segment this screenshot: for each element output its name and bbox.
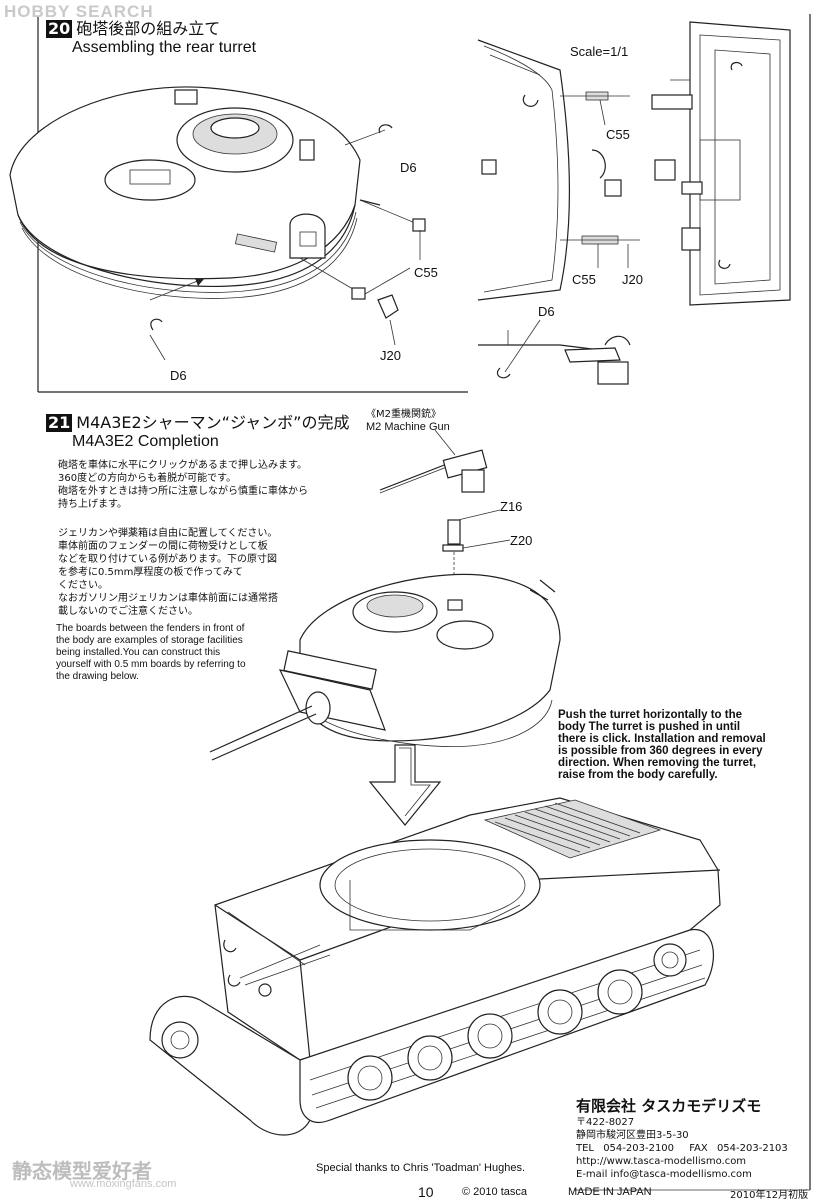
special-thanks: Special thanks to Chris 'Toadman' Hughes… [316, 1162, 526, 1174]
rear-plate-view [651, 21, 791, 306]
step21-number: 21 [46, 413, 73, 432]
m2-machine-gun-drawing [379, 429, 511, 605]
company-address: 〒422-8027 静岡市駿河区豊田3-5-30 TEL 054-203-210… [576, 1116, 788, 1181]
part-label-c55-c: C55 [572, 272, 596, 287]
part-label-z16: Z16 [500, 499, 523, 514]
note-jp-turret: 砲塔を車体に水平にクリックがあるまで押し込みます。 360度どの方向からも着脱が… [58, 460, 308, 510]
scale-label: Scale=1/1 [570, 44, 629, 59]
copyright: © 2010 tasca [462, 1186, 527, 1198]
assembly-arrow [368, 744, 442, 826]
watermark-url: www.moxingfans.com [70, 1178, 177, 1190]
d6-detail-view [478, 319, 631, 385]
part-label-j20-a: J20 [380, 348, 401, 363]
step20-title-en: Assembling the rear turret [72, 39, 257, 56]
step21-title-en: M4A3E2 Completion [72, 433, 219, 450]
edition: 2010年12月初版 [730, 1190, 809, 1201]
watermark-hobby-search: HOBBY SEARCH [4, 2, 154, 21]
made-in-japan: MADE IN JAPAN [568, 1186, 652, 1198]
company-name: 有限会社 タスカモデリズモ [576, 1097, 762, 1115]
page-number: 10 [418, 1184, 434, 1200]
tank-hull-drawing [149, 797, 721, 1136]
scale-side-view [477, 39, 640, 301]
step20-title-jp: 砲塔後部の組み立て [76, 19, 221, 38]
watermark-bottom: 静态模型爱好者 [12, 1159, 152, 1183]
part-label-d6-c: D6 [538, 304, 555, 319]
rear-turret-drawing [9, 86, 426, 361]
company-phone: TEL 054-203-2100 FAX 054-203-2103 [576, 1143, 788, 1154]
step21-title-jp: M4A3E2シャーマン“ジャンボ”の完成 [76, 413, 350, 432]
part-label-z20: Z20 [510, 533, 533, 548]
part-label-c55-a: C55 [414, 265, 438, 280]
part-label-d6-b: D6 [170, 368, 187, 383]
mg-label-jp: 《M2重機関銃》 [366, 409, 441, 420]
company-email: E-mail info@tasca-modellismo.com [576, 1169, 752, 1180]
part-label-c55-b: C55 [606, 127, 630, 142]
note-en-storage: The boards between the fenders in front … [56, 623, 246, 682]
part-label-j20-b: J20 [622, 272, 643, 287]
note-en-turret: Push the turret horizontally to the body… [558, 709, 766, 781]
company-street: 静岡市駿河区豊田3-5-30 [576, 1130, 689, 1141]
company-url: http://www.tasca-modellismo.com [576, 1156, 747, 1167]
company-zip: 〒422-8027 [576, 1117, 635, 1128]
part-label-d6-a: D6 [400, 160, 417, 175]
completed-turret-drawing [209, 573, 561, 761]
note-jp-storage: ジェリカンや弾薬箱は自由に配置してください。 車体前面のフェンダーの間に荷物受け… [58, 528, 278, 617]
step20-number: 20 [46, 19, 73, 38]
mg-label-en: M2 Machine Gun [366, 421, 450, 433]
